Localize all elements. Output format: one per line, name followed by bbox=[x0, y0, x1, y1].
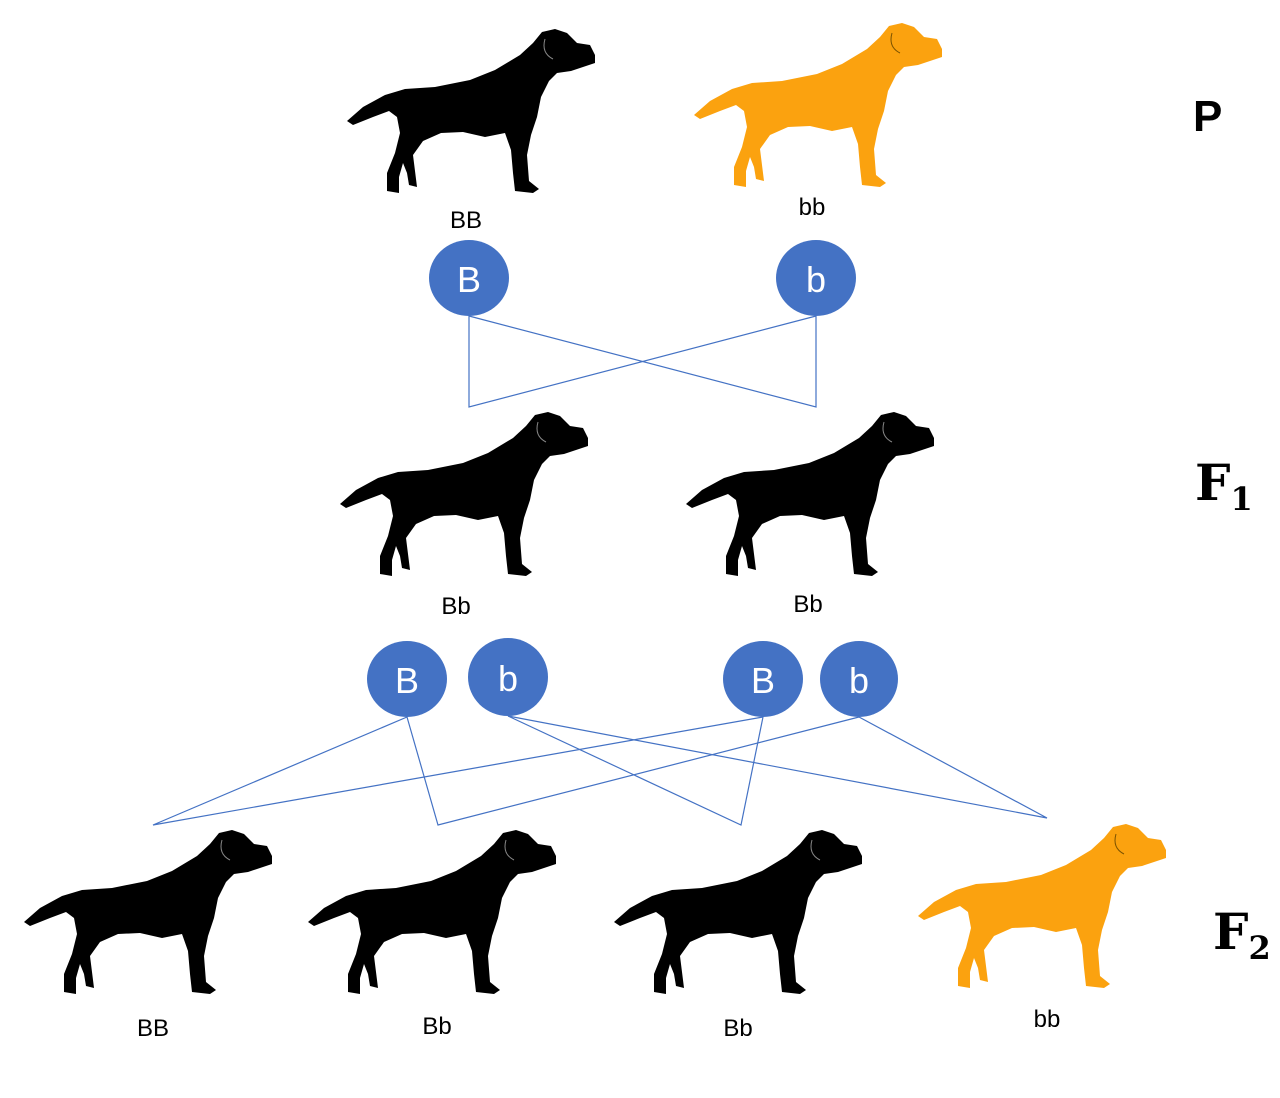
f2-genotype: BB bbox=[137, 1015, 169, 1042]
cross-line bbox=[468, 315, 817, 408]
svg-text:B: B bbox=[395, 660, 419, 701]
parent-genotype: BB bbox=[450, 207, 482, 234]
generation-label-p: P bbox=[1193, 92, 1222, 141]
dog-f2-black-icon bbox=[614, 830, 862, 994]
f1-gamete-B: B bbox=[723, 641, 803, 717]
generation-label-f2: F2 bbox=[1213, 902, 1271, 967]
svg-text:B: B bbox=[457, 259, 481, 300]
cross-line bbox=[507, 715, 764, 826]
f2-genotype: bb bbox=[1034, 1006, 1061, 1033]
dog-f2-yellow-icon bbox=[918, 824, 1166, 988]
f2-genotype: Bb bbox=[723, 1015, 752, 1042]
svg-text:B: B bbox=[751, 660, 775, 701]
f1-cross-lines bbox=[152, 715, 1048, 826]
dog-parent-black-icon bbox=[347, 29, 595, 193]
svg-text:b: b bbox=[498, 658, 518, 699]
dog-f1-black-icon bbox=[340, 412, 588, 576]
cross-line bbox=[152, 716, 764, 826]
dog-f2-black-icon bbox=[308, 830, 556, 994]
dog-f1-black-icon bbox=[686, 412, 934, 576]
svg-text:b: b bbox=[806, 259, 826, 300]
f1-genotype: Bb bbox=[793, 591, 822, 618]
f1-gamete-B: B bbox=[367, 641, 447, 717]
f1-genotype: Bb bbox=[441, 593, 470, 620]
cross-line bbox=[468, 315, 817, 408]
f2-genotype: Bb bbox=[422, 1013, 451, 1040]
cross-line bbox=[406, 716, 860, 826]
dog-parent-yellow-icon bbox=[694, 23, 942, 187]
cross-line bbox=[507, 715, 1048, 819]
f1-gamete-b: b bbox=[468, 638, 548, 716]
parent-gamete-B: B bbox=[429, 240, 509, 316]
dog-f2-black-icon bbox=[24, 830, 272, 994]
f1-gamete-b: b bbox=[820, 641, 898, 717]
generation-label-f1: F1 bbox=[1195, 453, 1253, 518]
parent-gamete-b: b bbox=[776, 240, 856, 316]
parent-cross-lines bbox=[468, 315, 817, 408]
svg-text:b: b bbox=[849, 660, 869, 701]
parent-genotype: bb bbox=[799, 194, 826, 221]
